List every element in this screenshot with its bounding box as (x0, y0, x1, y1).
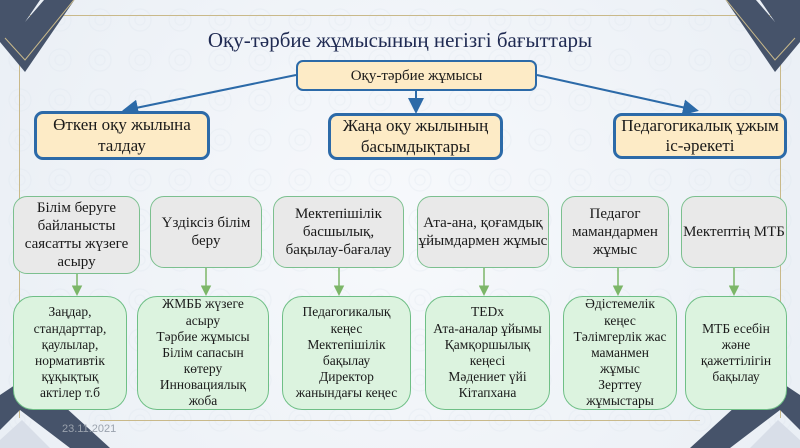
detail-mtb: МТБ есебін және қажеттілігін бақылау (685, 296, 787, 410)
detail-line: жұмыс (600, 361, 640, 377)
detail-lines: МТБ есебін және қажеттілігін бақылау (701, 321, 771, 386)
frame-line-bottom (100, 420, 700, 421)
node-label: Педагог мамандармен жұмыс (572, 206, 658, 258)
detail-line: бақылау (322, 353, 371, 368)
detail-line: Ата-аналар ұйымы (433, 320, 542, 336)
corner-chevron-top-right (725, 0, 800, 72)
detail-line: асыру (185, 312, 221, 328)
detail-lines: Заңдар, стандарттар, қаулылар, нормативт… (34, 304, 107, 401)
node-teacher-work: Педагог мамандармен жұмыс (561, 196, 669, 268)
node-label: Педагогикалық ұжым іс-әрекеті (621, 115, 779, 155)
detail-line: жоба (188, 393, 218, 409)
detail-line: актілер т.б (39, 385, 100, 401)
node-label: Үздіксіз білім беру (161, 215, 251, 249)
footer-date: 23.11.2021 (62, 423, 117, 435)
detail-line: ЖМББ жүзеге (162, 296, 244, 312)
node-label: Жаңа оқу жылының басымдықтары (342, 116, 489, 156)
detail-teachers: Әдістемелік кеңес Тәлімгерлік жас маманм… (563, 296, 677, 410)
detail-line: МТБ есебін (702, 320, 770, 336)
node-new-year-priorities: Жаңа оқу жылының басымдықтары (328, 113, 503, 160)
detail-line: бақылау (712, 369, 760, 385)
detail-line: қажеттілігін (700, 353, 772, 368)
detail-management: Педагогикалық кеңес Мектепішілік бақылау… (282, 296, 411, 410)
detail-line: Инновациялық (159, 377, 247, 393)
detail-line: Қамқоршылық (444, 336, 531, 352)
detail-line: құқықтық (41, 369, 99, 385)
detail-line: кеңес (604, 312, 636, 328)
node-policy-implementation: Білім беруге байланысты саясатты жүзеге … (13, 196, 140, 274)
node-past-year-analysis: Өткен оқу жылына талдау (34, 111, 210, 160)
arrow-root-to-staff (536, 74, 699, 116)
detail-line: Зерттеу (598, 377, 642, 393)
detail-policy: Заңдар, стандарттар, қаулылар, нормативт… (13, 296, 127, 410)
detail-line: Мәдениет үйі (448, 369, 527, 385)
node-parents-public: Ата-ана, қоғамдық ұйымдармен жұмыс (417, 196, 549, 268)
arrow-root-to-past (122, 74, 297, 116)
detail-lines: ЖМББ жүзеге асыру Тәрбие жұмысы Білім са… (156, 296, 249, 409)
detail-line: маманмен (591, 344, 649, 360)
detail-line: Тәлімгерлік жас (573, 328, 667, 344)
root-node-label: Оқу-тәрбие жұмысы (350, 67, 483, 84)
node-label: Ата-ана, қоғамдық ұйымдармен жұмыс (418, 215, 548, 249)
node-continuous-education: Үздіксіз білім беру (150, 196, 262, 268)
detail-line: Мектепішілік (307, 336, 386, 352)
frame-line-top (20, 15, 780, 16)
slide-title: Оқу-тәрбие жұмысының негізгі бағыттары (207, 28, 593, 52)
detail-line: TEDx (471, 304, 504, 320)
detail-line: және (721, 336, 751, 352)
corner-chevron-top-left (0, 0, 75, 72)
detail-line: кеңесі (469, 353, 506, 368)
detail-line: нормативтік (34, 353, 105, 368)
root-node: Оқу-тәрбие жұмысы (296, 60, 537, 91)
detail-lines: TEDx Ата-аналар ұйымы Қамқоршылық кеңесі… (433, 304, 541, 401)
node-label: Мектептің МТБ (683, 224, 785, 240)
detail-lines: Әдістемелік кеңес Тәлімгерлік жас маманм… (574, 296, 667, 409)
node-school-mtb: Мектептің МТБ (681, 196, 787, 268)
node-label: Білім беруге байланысты саясатты жүзеге … (24, 200, 129, 270)
detail-lines: Педагогикалық кеңес Мектепішілік бақылау… (296, 304, 397, 401)
detail-line: Заңдар, (48, 304, 92, 320)
node-school-management: Мектепішілік басшылық, бақылау-бағалау (273, 196, 404, 268)
detail-line: Тәрбие жұмысы (156, 328, 250, 344)
detail-line: көтеру (183, 361, 223, 377)
detail-line: қаулылар, (41, 336, 99, 352)
detail-line: жұмыстары (586, 393, 654, 409)
node-label: Өткен оқу жылына талдау (53, 115, 191, 155)
node-staff-activity: Педагогикалық ұжым іс-әрекеті (613, 113, 787, 159)
node-label: Мектепішілік басшылық, бақылау-бағалау (285, 206, 392, 258)
detail-line: Директор (319, 369, 374, 385)
detail-line: Педагогикалық (302, 304, 391, 320)
detail-line: Білім сапасын (162, 344, 244, 360)
detail-line: кеңес (330, 320, 363, 336)
detail-line: Кітапхана (458, 385, 517, 401)
detail-continuous: ЖМББ жүзеге асыру Тәрбие жұмысы Білім са… (137, 296, 269, 410)
detail-line: стандарттар, (33, 320, 107, 336)
detail-line: Әдістемелік (585, 296, 655, 312)
detail-line: жанындағы кеңес (295, 385, 398, 401)
detail-parents: TEDx Ата-аналар ұйымы Қамқоршылық кеңесі… (425, 296, 550, 410)
